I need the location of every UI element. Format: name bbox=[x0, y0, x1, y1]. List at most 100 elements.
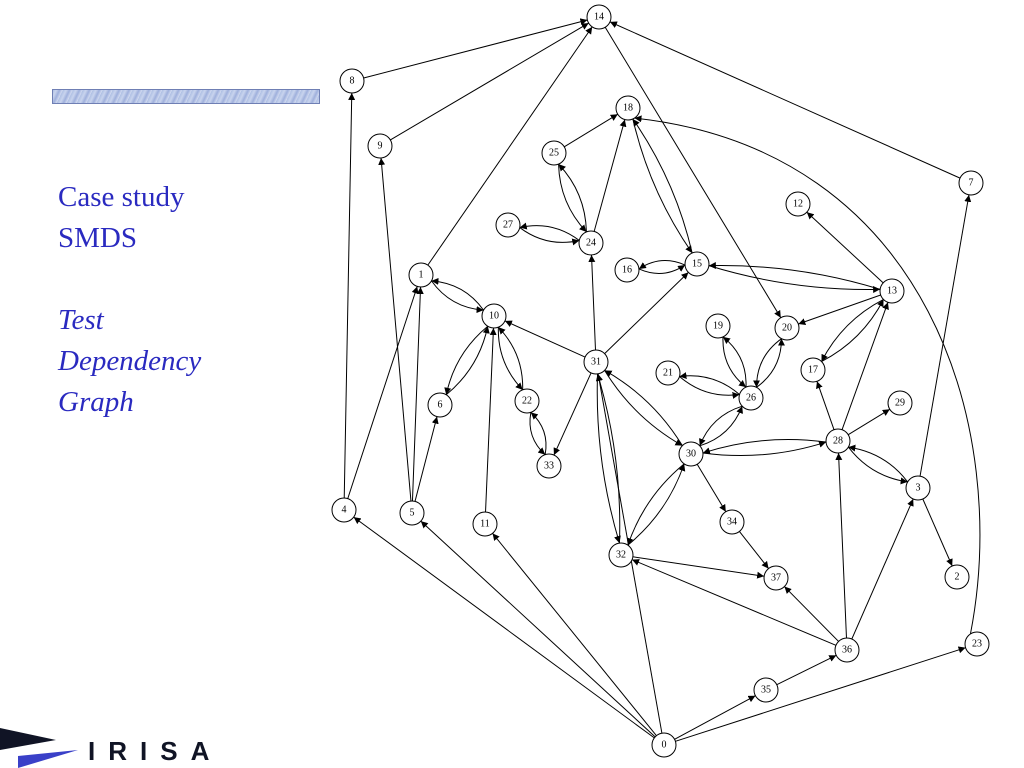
edge-31-to-33 bbox=[553, 372, 592, 456]
graph-node-5: 5 bbox=[399, 500, 425, 526]
node-circle-10 bbox=[481, 303, 507, 329]
node-label-14: 14 bbox=[594, 12, 604, 23]
graph-node-13: 13 bbox=[879, 278, 905, 304]
edge-6-to-10 bbox=[445, 326, 490, 396]
node-circle-23 bbox=[964, 631, 990, 657]
edge-34-to-37 bbox=[739, 531, 769, 569]
edge-13-to-15 bbox=[708, 261, 881, 290]
edge-0-to-4 bbox=[353, 516, 655, 739]
node-label-20: 20 bbox=[782, 323, 792, 334]
node-circle-34 bbox=[719, 509, 745, 535]
node-label-27: 27 bbox=[503, 220, 513, 231]
node-circle-19 bbox=[705, 313, 731, 339]
node-circle-7 bbox=[958, 170, 984, 196]
node-circle-17 bbox=[800, 357, 826, 383]
edge-27-to-24 bbox=[519, 227, 580, 246]
graph-node-9: 9 bbox=[367, 133, 393, 159]
node-circle-25 bbox=[541, 140, 567, 166]
node-label-19: 19 bbox=[713, 321, 723, 332]
edge-3-to-7 bbox=[919, 194, 972, 477]
node-label-3: 3 bbox=[916, 483, 921, 494]
node-label-9: 9 bbox=[378, 141, 383, 152]
node-circle-13 bbox=[879, 278, 905, 304]
node-label-16: 16 bbox=[622, 265, 632, 276]
graph-node-10: 10 bbox=[481, 303, 507, 329]
node-circle-33 bbox=[536, 453, 562, 479]
node-circle-37 bbox=[763, 565, 789, 591]
node-label-2: 2 bbox=[955, 572, 960, 583]
slide-heading: Case study SMDS Test Dependency Graph bbox=[58, 177, 201, 423]
edge-22-to-10 bbox=[497, 326, 524, 390]
node-circle-9 bbox=[367, 133, 393, 159]
node-circle-35 bbox=[753, 677, 779, 703]
edge-16-to-15 bbox=[638, 264, 686, 274]
node-circle-3 bbox=[905, 475, 931, 501]
node-circle-30 bbox=[678, 441, 704, 467]
edge-10-to-22 bbox=[497, 327, 524, 391]
graph-node-17: 17 bbox=[800, 357, 826, 383]
node-circle-1 bbox=[408, 262, 434, 288]
node-circle-4 bbox=[331, 497, 357, 523]
edge-25-to-18 bbox=[563, 113, 619, 148]
edge-36-to-28 bbox=[835, 452, 847, 639]
graph-node-11: 11 bbox=[472, 511, 498, 537]
subheading-line-test: Test bbox=[58, 304, 104, 336]
node-label-34: 34 bbox=[727, 517, 737, 528]
graph-node-28: 28 bbox=[825, 428, 851, 454]
node-circle-27 bbox=[495, 212, 521, 238]
edge-14-to-20 bbox=[604, 27, 782, 318]
edge-23-to-18 bbox=[634, 115, 981, 635]
node-label-36: 36 bbox=[842, 645, 852, 656]
node-label-5: 5 bbox=[410, 508, 415, 519]
edge-35-to-36 bbox=[776, 654, 837, 686]
graph-node-3: 3 bbox=[905, 475, 931, 501]
graph-node-36: 36 bbox=[834, 637, 860, 663]
edge-28-to-17 bbox=[816, 381, 835, 430]
graph-node-22: 22 bbox=[514, 388, 540, 414]
graph-node-35: 35 bbox=[753, 677, 779, 703]
node-label-25: 25 bbox=[549, 148, 559, 159]
node-circle-24 bbox=[578, 230, 604, 256]
edge-28-to-29 bbox=[847, 408, 891, 436]
node-label-31: 31 bbox=[591, 357, 601, 368]
graph-node-2: 2 bbox=[944, 564, 970, 590]
edge-31-to-32 bbox=[596, 373, 621, 544]
node-circle-28 bbox=[825, 428, 851, 454]
graph-node-23: 23 bbox=[964, 631, 990, 657]
node-label-13: 13 bbox=[887, 286, 897, 297]
edge-13-to-20 bbox=[798, 294, 881, 325]
node-circle-32 bbox=[608, 542, 634, 568]
edge-32-to-30 bbox=[627, 463, 686, 546]
edge-26-to-21 bbox=[679, 372, 740, 395]
edge-36-to-3 bbox=[851, 498, 914, 640]
node-label-0: 0 bbox=[662, 740, 667, 751]
edge-0-to-11 bbox=[492, 533, 657, 736]
edge-32-to-31 bbox=[596, 373, 621, 544]
graph-node-24: 24 bbox=[578, 230, 604, 256]
node-label-24: 24 bbox=[586, 238, 596, 249]
graph-node-12: 12 bbox=[785, 191, 811, 217]
graph-node-15: 15 bbox=[684, 251, 710, 277]
edge-9-to-14 bbox=[390, 22, 589, 141]
edge-33-to-22 bbox=[530, 411, 547, 455]
edge-1-to-14 bbox=[427, 26, 593, 266]
graph-node-19: 19 bbox=[705, 313, 731, 339]
edge-15-to-13 bbox=[708, 265, 881, 294]
edge-30-to-31 bbox=[604, 369, 683, 446]
edge-0-to-23 bbox=[675, 646, 966, 742]
heading-line-smds: SMDS bbox=[58, 222, 137, 254]
graph-node-6: 6 bbox=[427, 392, 453, 418]
irisa-logo-text: IRISA bbox=[88, 736, 223, 766]
edge-25-to-24 bbox=[558, 164, 587, 233]
node-circle-5 bbox=[399, 500, 425, 526]
graph-node-18: 18 bbox=[615, 95, 641, 121]
graph-node-25: 25 bbox=[541, 140, 567, 166]
edge-5-to-6 bbox=[414, 416, 439, 502]
graph-node-16: 16 bbox=[614, 257, 640, 283]
node-label-8: 8 bbox=[350, 76, 355, 87]
edge-3-to-28 bbox=[848, 444, 909, 483]
node-label-10: 10 bbox=[489, 311, 499, 322]
node-label-12: 12 bbox=[793, 199, 803, 210]
